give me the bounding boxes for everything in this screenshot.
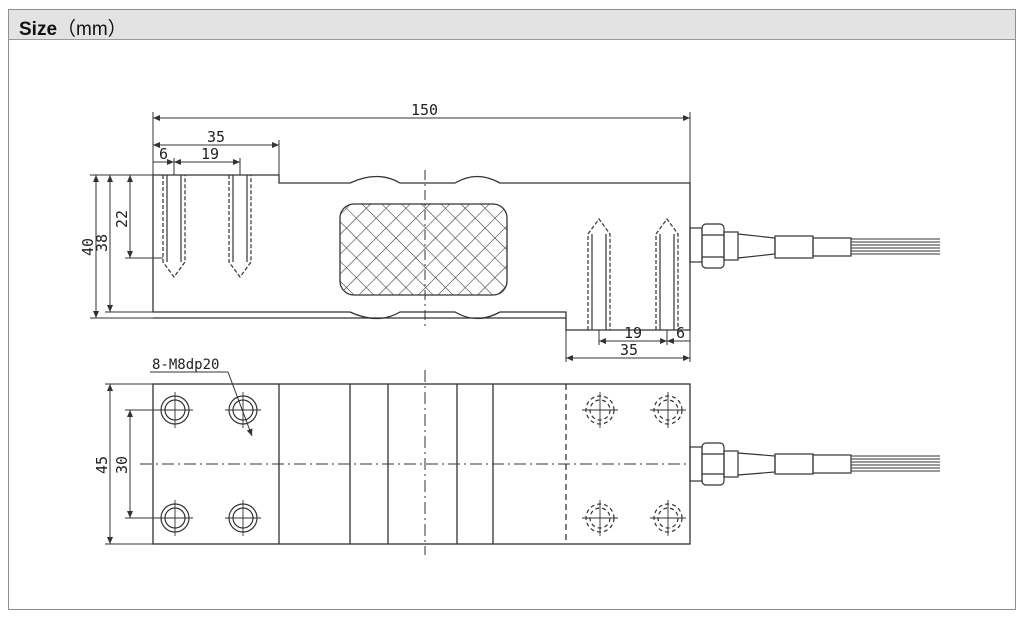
strain-gauge-area	[339, 203, 508, 296]
unit-text: （mm）	[57, 19, 127, 40]
left-threaded-holes	[162, 175, 252, 279]
dim-left-mount-span: 35	[207, 128, 225, 146]
dim-right-hole-pitch: 19	[624, 324, 642, 342]
dim-left-hole-pitch: 19	[201, 145, 219, 163]
drawing-frame: Size（mm）	[8, 9, 1016, 610]
dim-hole-spec: 8-M8dp20	[152, 357, 219, 373]
top-view	[140, 370, 691, 555]
dim-left-edge-to-hole: 6	[159, 145, 168, 163]
dim-hole-spacing-width: 30	[113, 456, 131, 474]
top-view-holes	[157, 392, 686, 536]
dim-total-height: 40	[79, 238, 97, 256]
section-header: Size（mm）	[9, 10, 1015, 40]
top-cable	[689, 442, 940, 486]
dim-width: 45	[93, 456, 111, 474]
dim-right-edge-to-hole: 6	[676, 324, 685, 342]
dimension-lines	[90, 112, 691, 545]
right-threaded-holes	[587, 217, 679, 330]
dim-right-mount-span: 35	[620, 341, 638, 359]
section-title: Size（mm）	[19, 14, 127, 41]
side-view	[152, 170, 691, 331]
dim-thread-depth: 22	[113, 210, 131, 228]
dim-total-length: 150	[411, 101, 438, 119]
dim-body-height: 38	[93, 234, 111, 252]
side-cable	[689, 223, 940, 269]
title-text: Size	[19, 19, 58, 40]
